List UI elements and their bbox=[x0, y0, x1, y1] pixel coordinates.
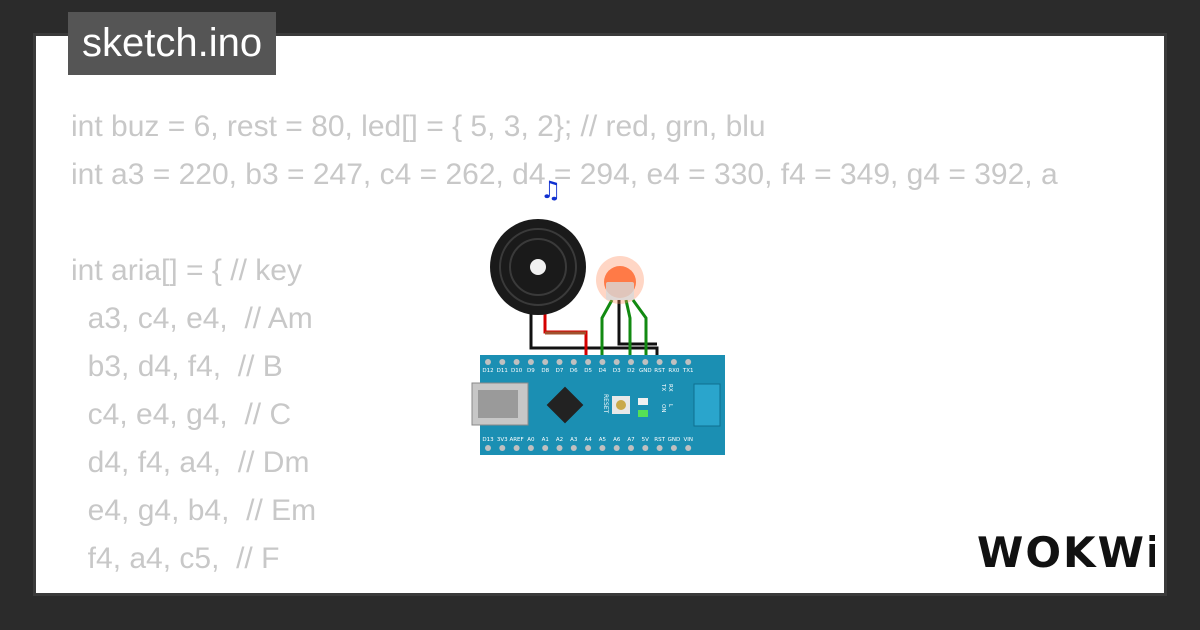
pin-hole-bottom[interactable] bbox=[585, 445, 592, 451]
pin-hole-bottom[interactable] bbox=[685, 445, 692, 451]
pin-hole-bottom[interactable] bbox=[499, 445, 506, 451]
pin-hole-top[interactable] bbox=[499, 359, 506, 365]
pin-hole-top[interactable] bbox=[542, 359, 549, 365]
pin-hole-top[interactable] bbox=[656, 359, 663, 365]
pin-hole-top[interactable] bbox=[527, 359, 534, 365]
pin-label-top: D12 bbox=[482, 368, 493, 374]
code-line: int buz = 6, rest = 80, led[] = { 5, 3, … bbox=[71, 110, 766, 143]
reset-label: RESET bbox=[602, 394, 609, 414]
code-line: int a3 = 220, b3 = 247, c4 = 262, d4 = 2… bbox=[71, 158, 1058, 191]
pin-label-top: D6 bbox=[570, 368, 578, 374]
pin-hole-top[interactable] bbox=[585, 359, 592, 365]
wire-buzzer-gnd bbox=[529, 313, 659, 362]
pin-hole-top[interactable] bbox=[628, 359, 634, 365]
code-line: e4, g4, b4, // Em bbox=[71, 494, 317, 527]
pin-label-top: RX0 bbox=[668, 368, 680, 374]
buzzer[interactable] bbox=[490, 219, 586, 315]
pin-label-bottom: RST bbox=[654, 437, 665, 443]
svg-text:WOKWi: WOKWi bbox=[977, 528, 1155, 577]
pin-label-bottom: A2 bbox=[556, 437, 563, 443]
led-label: RX bbox=[667, 384, 673, 392]
pin-label-bottom: 5V bbox=[642, 437, 649, 443]
led-label: L bbox=[667, 404, 673, 408]
pin-label-top: D11 bbox=[497, 368, 508, 374]
pin-label-top: TX1 bbox=[682, 368, 694, 374]
code-line: g4, b4, d5, // G bbox=[71, 583, 1135, 593]
pin-hole-top[interactable] bbox=[570, 359, 577, 365]
code-line: c4, e4, g4, // C bbox=[71, 398, 292, 431]
code-line: a3, c4, e4, // Am bbox=[71, 302, 313, 335]
pin-hole-top[interactable] bbox=[485, 359, 491, 365]
pin-hole-bottom[interactable] bbox=[656, 445, 663, 451]
pin-label-bottom: VIN bbox=[683, 437, 693, 443]
code-line: int aria[] = { // key bbox=[71, 254, 302, 287]
code-line: b3, d4, f4, // B bbox=[71, 350, 283, 383]
rgb-led[interactable] bbox=[596, 256, 644, 304]
pin-hole-top[interactable] bbox=[613, 359, 620, 365]
pin-label-bottom: GND bbox=[668, 437, 681, 443]
pin-label-bottom: A5 bbox=[599, 437, 607, 443]
pin-hole-bottom[interactable] bbox=[527, 445, 534, 451]
led-label: TX bbox=[660, 383, 666, 391]
pin-label-bottom: A1 bbox=[542, 437, 549, 443]
pin-hole-top[interactable] bbox=[599, 359, 606, 365]
pin-hole-bottom[interactable] bbox=[542, 445, 549, 451]
wire-led-green bbox=[624, 299, 632, 362]
code-preview: int buz = 6, rest = 80, led[] = { 5, 3, … bbox=[71, 103, 1135, 593]
code-line: f4, a4, c5, // F bbox=[71, 542, 280, 575]
pin-hole-top[interactable] bbox=[670, 359, 677, 365]
pin-label-top: D7 bbox=[556, 368, 564, 374]
pin-label-bottom: A6 bbox=[613, 437, 621, 443]
pin-label-top: RST bbox=[654, 368, 665, 374]
pin-hole-bottom[interactable] bbox=[485, 445, 491, 451]
pin-label-top: D5 bbox=[584, 368, 592, 374]
pin-hole-bottom[interactable] bbox=[642, 445, 649, 451]
pin-label-top: D4 bbox=[599, 368, 607, 374]
pin-label-bottom: A7 bbox=[627, 437, 635, 443]
pin-label-bottom: A0 bbox=[527, 437, 535, 443]
pin-hole-top[interactable] bbox=[642, 359, 649, 365]
wire-buzzer-red bbox=[543, 313, 588, 362]
pin-hole-bottom[interactable] bbox=[613, 445, 620, 451]
pin-label-bottom: A3 bbox=[570, 437, 578, 443]
wire-led-gnd bbox=[617, 300, 657, 346]
pin-hole-bottom[interactable] bbox=[670, 445, 677, 451]
wokwi-logo: WOKWi bbox=[977, 528, 1155, 577]
pin-label-top: D9 bbox=[527, 368, 535, 374]
pin-hole-bottom[interactable] bbox=[513, 445, 520, 451]
pin-hole-top[interactable] bbox=[556, 359, 563, 365]
pin-hole-bottom[interactable] bbox=[599, 445, 606, 451]
pin-label-bottom: 3V3 bbox=[497, 437, 508, 443]
pin-hole-top[interactable] bbox=[513, 359, 520, 365]
pin-label-top: D2 bbox=[627, 368, 635, 374]
pin-label-top: GND bbox=[639, 368, 652, 374]
pin-label-bottom: A4 bbox=[584, 437, 592, 443]
file-tab[interactable]: sketch.ino bbox=[68, 12, 277, 75]
pin-label-top: D8 bbox=[541, 368, 549, 374]
led-label: ON bbox=[660, 404, 666, 412]
pin-hole-bottom[interactable] bbox=[570, 445, 577, 451]
pin-hole-top[interactable] bbox=[685, 359, 692, 365]
music-note-icon: ♫ bbox=[540, 176, 562, 204]
code-line: d4, f4, a4, // Dm bbox=[71, 446, 310, 479]
pin-hole-bottom[interactable] bbox=[556, 445, 563, 451]
pin-label-top: D3 bbox=[613, 368, 621, 374]
preview-card: int buz = 6, rest = 80, led[] = { 5, 3, … bbox=[33, 33, 1167, 596]
pin-label-bottom: AREF bbox=[509, 437, 523, 443]
pin-hole-bottom[interactable] bbox=[628, 445, 634, 451]
pin-label-top: D10 bbox=[511, 368, 523, 374]
wire-led-blue bbox=[631, 299, 648, 362]
pin-label-bottom: D13 bbox=[482, 437, 494, 443]
wire-led-red bbox=[600, 299, 614, 362]
